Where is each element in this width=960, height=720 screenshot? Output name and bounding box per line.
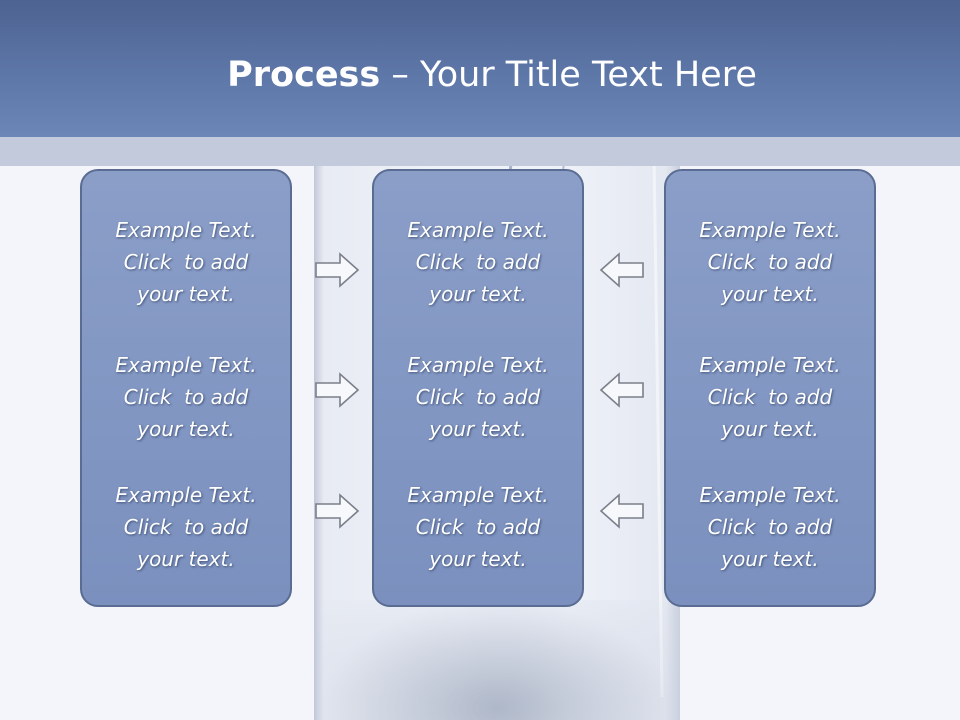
right-arrow-icon xyxy=(315,252,360,288)
box-text[interactable]: Example Text. Click to add your text. xyxy=(115,483,257,571)
process-box-right[interactable]: Example Text. Click to add your text. Ex… xyxy=(664,169,876,607)
process-box-left[interactable]: Example Text. Click to add your text. Ex… xyxy=(80,169,292,607)
box-text[interactable]: Example Text. Click to add your text. xyxy=(699,483,841,571)
right-arrow-icon xyxy=(315,372,360,408)
left-arrow-icon xyxy=(599,252,644,288)
box-text[interactable]: Example Text. Click to add your text. xyxy=(115,218,257,306)
box-text[interactable]: Example Text. Click to add your text. xyxy=(407,218,549,306)
title-underline-strip xyxy=(0,137,960,166)
title-bar xyxy=(0,0,960,137)
left-arrow-icon xyxy=(599,372,644,408)
title-rest: – Your Title Text Here xyxy=(380,55,757,95)
title-bold: Process xyxy=(227,55,381,95)
box-text[interactable]: Example Text. Click to add your text. xyxy=(699,353,841,441)
box-text[interactable]: Example Text. Click to add your text. xyxy=(115,353,257,441)
slide-title[interactable]: Process – Your Title Text Here xyxy=(0,52,960,98)
box-text[interactable]: Example Text. Click to add your text. xyxy=(407,353,549,441)
box-text[interactable]: Example Text. Click to add your text. xyxy=(699,218,841,306)
box-text[interactable]: Example Text. Click to add your text. xyxy=(407,483,549,571)
left-arrow-icon xyxy=(599,493,644,529)
right-arrow-icon xyxy=(315,493,360,529)
process-box-center[interactable]: Example Text. Click to add your text. Ex… xyxy=(372,169,584,607)
water-splash-image xyxy=(318,600,676,720)
